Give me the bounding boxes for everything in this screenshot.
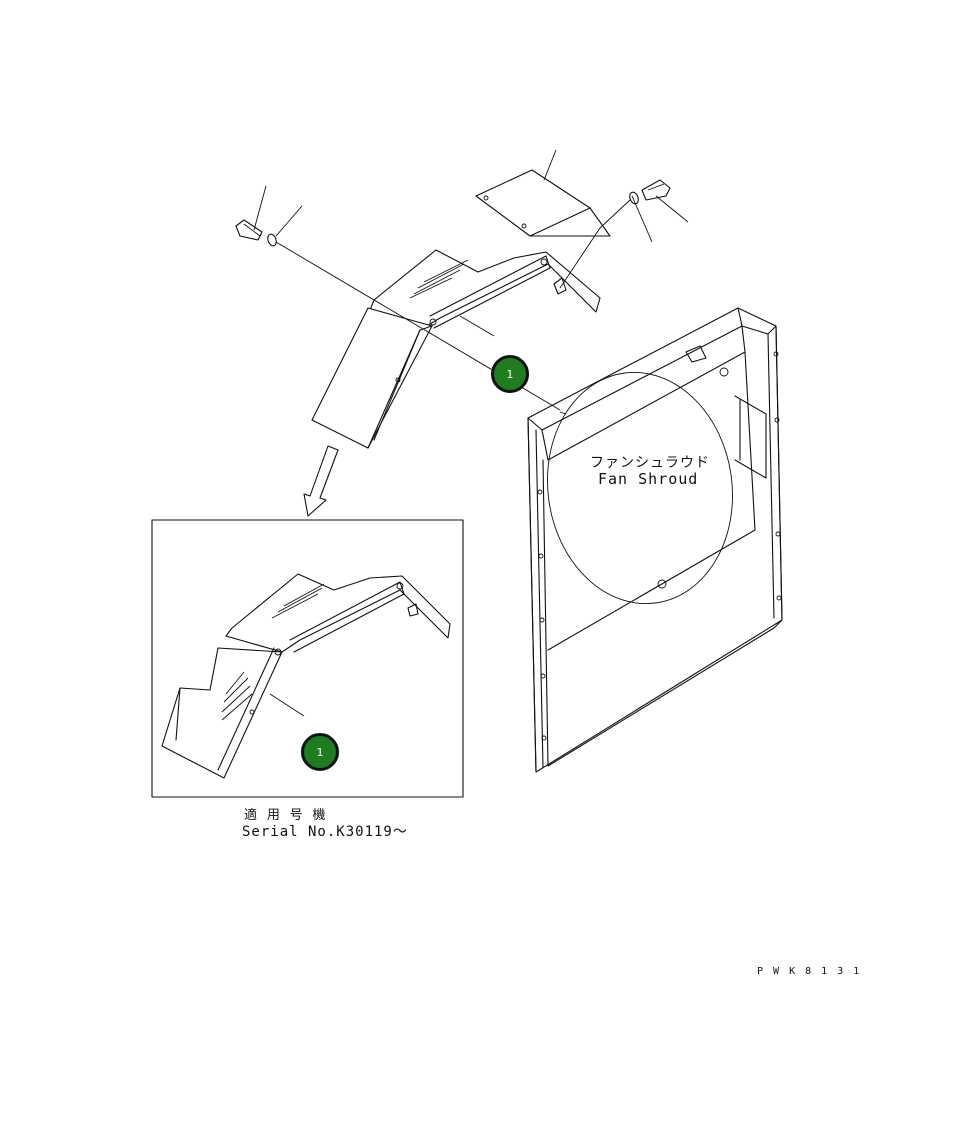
- fan-shroud-label-en: Fan Shroud: [598, 470, 699, 488]
- callout-number: 1: [506, 367, 514, 381]
- drawing-code: P W K 8 1 3 1: [757, 966, 862, 977]
- serial-label-jp: 適 用 号 機: [244, 808, 327, 823]
- fan-guard-upper: [311, 249, 601, 449]
- inset-box: [151, 519, 464, 798]
- fan-shroud-label-jp: ファンシュラウド: [590, 455, 710, 471]
- washer-left: [267, 233, 277, 247]
- callout-part-1-inset[interactable]: 1: [301, 733, 339, 771]
- callout-part-1[interactable]: 1: [491, 355, 529, 393]
- bolt-right: [641, 179, 671, 201]
- callout-number: 1: [316, 745, 324, 759]
- down-arrow: [303, 445, 339, 517]
- serial-label-en: Serial No.K30119～: [242, 824, 408, 840]
- cover-plate: [475, 169, 611, 237]
- bolt-left: [235, 219, 263, 241]
- fan-shroud: [527, 307, 783, 773]
- washer-right: [629, 191, 639, 205]
